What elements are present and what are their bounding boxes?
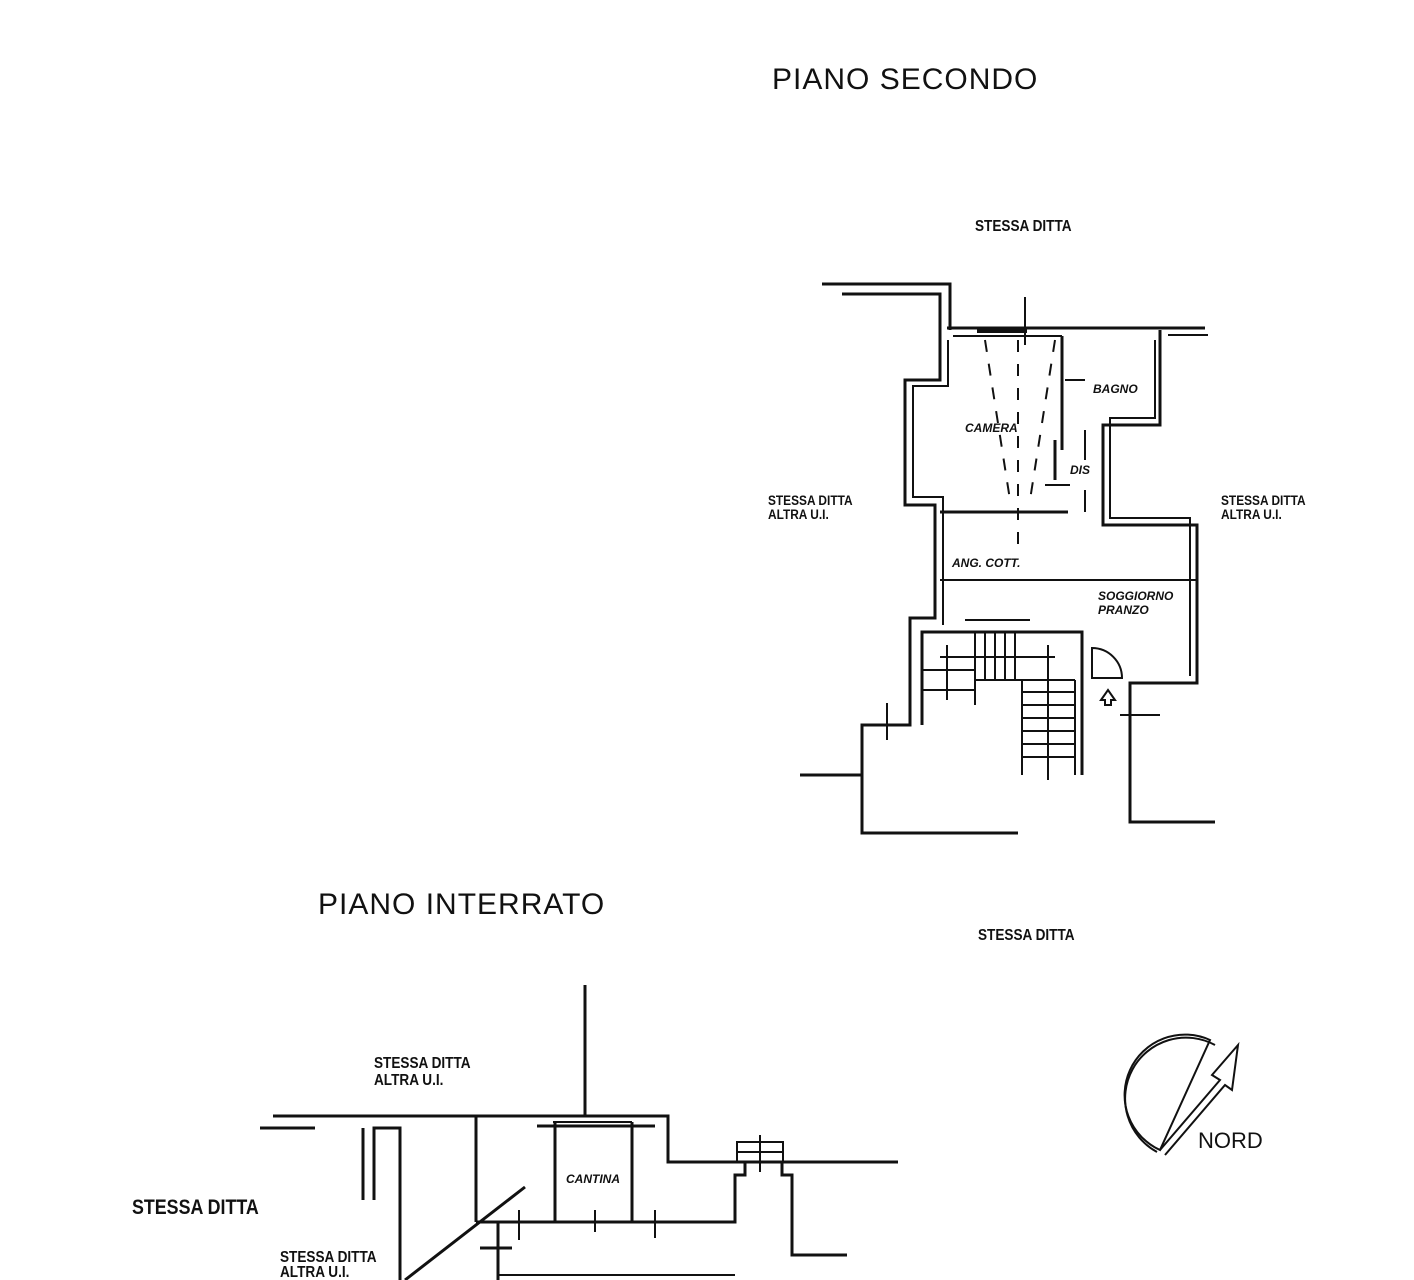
room-soggiorno: SOGGIORNO: [1098, 589, 1174, 603]
room-bagno: BAGNO: [1093, 382, 1138, 396]
title-piano-interrato: PIANO INTERRATO: [318, 888, 605, 921]
label-basement-top-2: ALTRA U.I.: [374, 1072, 443, 1089]
north-arrow-icon: [1159, 1041, 1240, 1156]
label-neighbor-left-2: ALTRA U.I.: [768, 506, 829, 522]
title-piano-secondo: PIANO SECONDO: [772, 63, 1038, 96]
label-neighbor-top: STESSA DITTA: [975, 218, 1072, 235]
basement-walls: [260, 985, 898, 1280]
label-neighbor-right-1: STESSA DITTA: [1221, 492, 1306, 508]
entrance-arrow-icon: [1099, 688, 1117, 706]
north-compass: NORD: [1123, 1033, 1263, 1156]
room-ang-cott: ANG. COTT.: [951, 556, 1020, 570]
label-basement-bottom-2: ALTRA U.I.: [280, 1264, 349, 1280]
second-floor-walls: [800, 282, 1215, 835]
compass-label: NORD: [1198, 1128, 1263, 1153]
compass-circle-icon: [1123, 1033, 1212, 1152]
label-neighbor-right-2: ALTRA U.I.: [1221, 506, 1282, 522]
staircase: [886, 619, 1160, 780]
room-camera: CAMERA: [965, 421, 1018, 435]
room-pranzo: PRANZO: [1098, 603, 1149, 617]
label-basement-bottom-1: STESSA DITTA: [280, 1249, 377, 1266]
label-neighbor-top-right: STESSA DITTA: [978, 927, 1075, 944]
room-cantina: CANTINA: [566, 1172, 620, 1186]
label-neighbor-left-1: STESSA DITTA: [768, 492, 853, 508]
label-basement-left: STESSA DITTA: [132, 1196, 259, 1220]
room-dis: DIS: [1070, 463, 1090, 477]
label-basement-top-1: STESSA DITTA: [374, 1055, 471, 1072]
